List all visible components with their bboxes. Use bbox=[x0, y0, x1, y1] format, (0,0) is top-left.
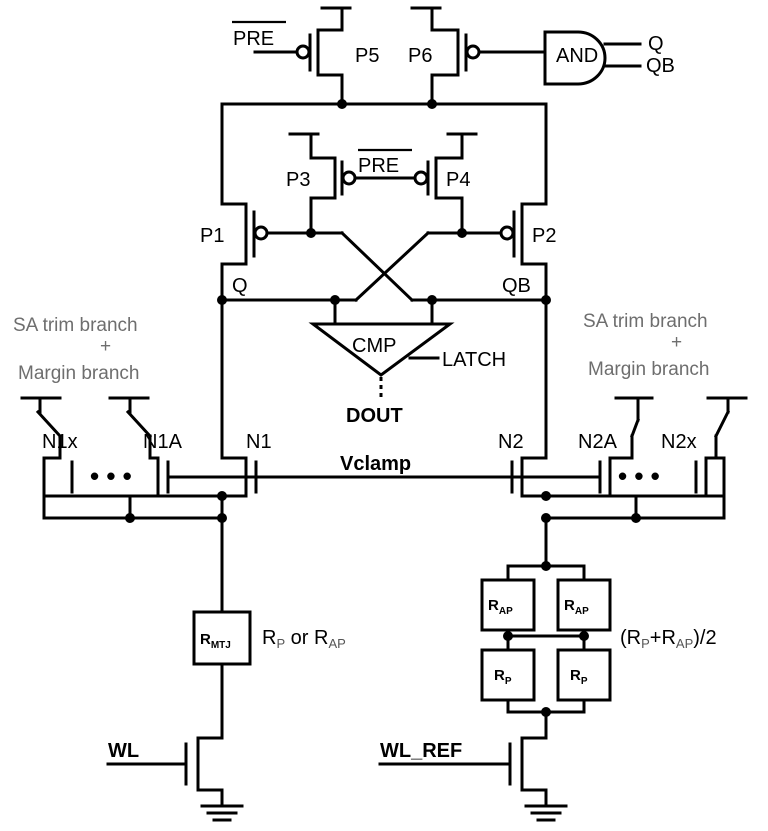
q-node-label: Q bbox=[232, 275, 248, 297]
p1-label: P1 bbox=[200, 225, 224, 247]
n1x-switch: N1x bbox=[20, 396, 78, 460]
p6-label: P6 bbox=[408, 45, 432, 67]
cmp-label: CMP bbox=[352, 335, 396, 357]
pre-label-top: PRE bbox=[233, 28, 274, 50]
top-rail bbox=[220, 99, 548, 206]
p2-label: P2 bbox=[532, 225, 556, 247]
n2-label: N2 bbox=[498, 431, 524, 453]
qb-node-label: QB bbox=[502, 275, 531, 297]
q-output-label: Q bbox=[648, 33, 664, 55]
dout-label: DOUT bbox=[346, 405, 403, 427]
vclamp-label: Vclamp bbox=[340, 453, 411, 475]
wl-label: WL bbox=[108, 740, 139, 762]
p4-transistor: P4 bbox=[413, 132, 478, 234]
rmtj-label: RMTJ bbox=[200, 631, 231, 651]
p3-transistor: P3 bbox=[286, 132, 357, 234]
and-gate-label: AND bbox=[556, 45, 598, 67]
latch-label: LATCH bbox=[442, 349, 506, 371]
cross-coupling bbox=[339, 230, 431, 303]
right-plus-label: + bbox=[671, 332, 682, 353]
n1-transistor: N1 bbox=[220, 431, 272, 498]
rp2-label: RP bbox=[570, 667, 588, 687]
vclamp-line: Vclamp bbox=[254, 453, 514, 479]
p4-label: P4 bbox=[446, 169, 470, 191]
p1-transistor: P1 bbox=[200, 202, 344, 266]
p5-label: P5 bbox=[355, 45, 379, 67]
wl-ref-transistor: WL_REF bbox=[378, 736, 568, 822]
n1-label: N1 bbox=[246, 431, 272, 453]
and-gate: AND Q QB bbox=[543, 30, 675, 86]
left-ellipsis: • • • bbox=[90, 461, 132, 491]
p5-transistor: P5 bbox=[253, 6, 379, 106]
right-branch-caption: SA trim branch + Margin branch bbox=[583, 311, 709, 380]
qb-output-label: QB bbox=[646, 55, 675, 77]
p2-transistor: P2 bbox=[426, 202, 556, 266]
mtj-value-label: RP or RAP bbox=[262, 627, 346, 651]
n1a-label: N1A bbox=[143, 431, 183, 453]
reference-cell: RAP RAP RP RP (RP+RAP)/2 bbox=[480, 516, 717, 740]
qb-node: QB bbox=[410, 262, 551, 460]
left-branch-caption: SA trim branch + Margin branch bbox=[13, 315, 139, 384]
rp1-label: RP bbox=[494, 667, 512, 687]
p6-transistor: P6 bbox=[408, 6, 547, 106]
p3-label: P3 bbox=[286, 169, 310, 191]
left-plus-label: + bbox=[100, 336, 111, 357]
pre-signal-mid: PRE bbox=[353, 148, 417, 180]
left-sa-trim-label: SA trim branch bbox=[13, 315, 138, 336]
mtj-cell: RMTJ RP or RAP bbox=[192, 494, 346, 740]
right-switch-n2x: N2x bbox=[661, 396, 748, 460]
wl-transistor: WL bbox=[106, 736, 244, 822]
pre-label-mid: PRE bbox=[358, 155, 399, 177]
right-margin-label: Margin branch bbox=[588, 359, 709, 380]
n1x-label: N1x bbox=[42, 431, 78, 453]
left-trim-array: • • • bbox=[42, 456, 258, 523]
n2a-label: N2A bbox=[578, 431, 618, 453]
n2-transistor: N2 bbox=[498, 431, 548, 498]
q-node: Q bbox=[217, 262, 358, 460]
right-switch-n2a: N2A bbox=[578, 396, 654, 460]
n2x-label: N2x bbox=[661, 431, 697, 453]
right-sa-trim-label: SA trim branch bbox=[583, 311, 708, 332]
right-ellipsis: • • • bbox=[618, 461, 660, 491]
ref-value-label: (RP+RAP)/2 bbox=[620, 627, 717, 651]
wl-ref-label: WL_REF bbox=[380, 740, 462, 762]
right-trim-array: • • • bbox=[510, 456, 726, 523]
rap1-label: RAP bbox=[488, 597, 513, 617]
pre-signal-top: PRE bbox=[232, 20, 286, 50]
n1a-switch: N1A bbox=[108, 396, 183, 460]
left-margin-label: Margin branch bbox=[18, 363, 139, 384]
rap2-label: RAP bbox=[564, 597, 589, 617]
comparator: CMP LATCH DOUT bbox=[308, 295, 506, 427]
